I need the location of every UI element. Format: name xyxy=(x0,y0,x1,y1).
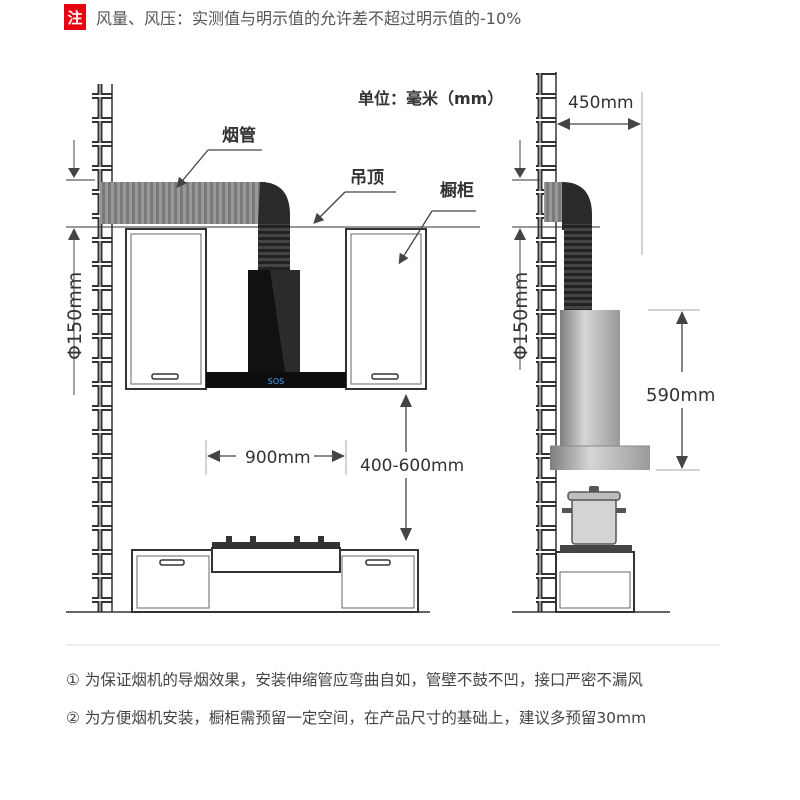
height-dim-arrow-bottom xyxy=(400,528,412,541)
note-bar: 注 风量、风压：实测值与明示值的允许差不超过明示值的-10% xyxy=(64,0,521,34)
right-pipe-dim-arrow-top xyxy=(514,228,526,240)
note-text: 风量、风压：实测值与明示值的允许差不超过明示值的-10% xyxy=(96,9,522,28)
width-label: 900mm xyxy=(245,448,311,468)
height-dim-arrow-top xyxy=(400,394,412,407)
burner-2 xyxy=(250,536,256,542)
width-dim-arrow-left xyxy=(207,450,220,462)
hood-height-arrow-top xyxy=(676,311,688,324)
range-hood-base xyxy=(206,372,346,388)
left-cabinet-handle xyxy=(151,373,179,380)
range-hood-highlight xyxy=(270,270,300,372)
right-pipe-diameter-label: Φ150mm xyxy=(510,272,532,360)
left-horizontal-flue xyxy=(100,182,266,224)
right-upper-cabinet-door xyxy=(350,233,422,385)
burner-3 xyxy=(294,536,300,542)
left-brick-wall xyxy=(92,84,112,612)
side-counter-door xyxy=(559,571,631,609)
stove-top xyxy=(212,542,340,549)
cabinet-label: 橱柜 xyxy=(440,180,474,201)
footnote-2: ② 为方便烟机安装，橱柜需预留一定空间，在产品尺寸的基础上，建议多预留30mm xyxy=(66,709,647,727)
left-vertical-flue xyxy=(258,224,290,270)
burner-1 xyxy=(226,536,232,542)
left-upper-cabinet-door xyxy=(130,233,202,385)
right-vertical-flue xyxy=(564,224,592,312)
unit-label: 单位：毫米（mm） xyxy=(358,89,503,108)
depth-dim-arrow-left xyxy=(557,118,570,130)
right-horizontal-flue xyxy=(544,182,564,222)
width-dim-arrow-right xyxy=(332,450,345,462)
base-left-handle xyxy=(159,559,185,566)
pot-handle-left xyxy=(562,508,572,513)
cabinet-leader-arrow xyxy=(398,210,433,265)
footnote-1: ① 为保证烟机的导烟效果，安装伸缩管应弯曲自如，管壁不鼓不凹，接口严密不漏风 xyxy=(66,671,643,689)
depth-dim-arrow-right xyxy=(628,118,641,130)
ceiling-label: 吊顶 xyxy=(350,168,384,188)
right-brick-wall xyxy=(536,72,556,612)
height-above-stove-label: 400-600mm xyxy=(360,456,464,476)
ceiling-leader-arrow xyxy=(313,191,346,224)
hood-height-arrow-bottom xyxy=(676,456,688,469)
side-hood-body xyxy=(560,310,620,450)
right-flue-bend xyxy=(562,182,592,230)
pot-handle-right xyxy=(616,508,626,513)
flue-label: 烟管 xyxy=(222,125,256,146)
pot-lid xyxy=(567,491,621,501)
right-scene: 450mm Φ150mm 590mm xyxy=(510,72,715,613)
left-pipe-diameter-label: Φ150mm xyxy=(64,272,86,360)
pot-knob xyxy=(589,486,599,492)
right-cabinet-handle xyxy=(371,373,399,380)
base-right-handle xyxy=(365,559,391,566)
side-stove-top xyxy=(560,545,632,553)
left-pipe-dim-arrow-top xyxy=(68,228,80,240)
side-hood-canopy xyxy=(550,446,650,470)
flue-leader-arrow xyxy=(176,149,209,188)
note-tag: 注 xyxy=(64,4,86,30)
burner-4 xyxy=(318,536,324,542)
hood-display-readout: SOS xyxy=(268,377,284,386)
depth-label: 450mm xyxy=(568,93,634,113)
left-scene: SOS Φ150mm 单位：毫米（mm） 烟管 吊顶 橱柜 xyxy=(64,84,503,613)
pot-body xyxy=(571,497,617,545)
gas-stove xyxy=(211,547,341,573)
hood-height-label: 590mm xyxy=(646,385,715,406)
